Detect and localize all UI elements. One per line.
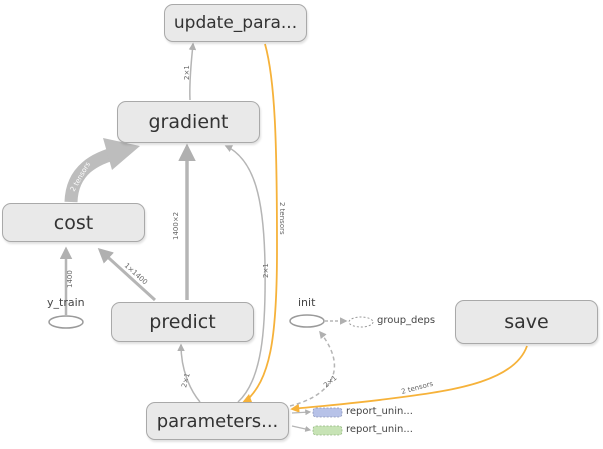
edge-gradient-to-update	[188, 42, 197, 101]
report-uninit-2-label: report_unin...	[346, 424, 413, 435]
edge-params-to-report-2	[291, 425, 312, 432]
edge-label-ytrain-to-cost: 1400	[66, 270, 74, 288]
predict-node[interactable]: predict	[111, 302, 254, 342]
gradient-node[interactable]: gradient	[117, 101, 260, 143]
update-params-node[interactable]: update_para...	[164, 4, 307, 42]
edge-params-to-report-1	[291, 409, 312, 416]
save-label: save	[504, 311, 549, 333]
ytrain-node-shape[interactable]	[48, 315, 84, 329]
update-params-label: update_para...	[173, 13, 298, 33]
parameters-label: parameters...	[156, 410, 279, 432]
edge-params-to-predict	[177, 343, 201, 403]
edge-label-params-to-init: 2×1	[322, 374, 338, 390]
parameters-node[interactable]: parameters...	[146, 402, 289, 440]
predict-label: predict	[149, 311, 216, 333]
edge-label-params-to-update: 2 tensors	[278, 202, 286, 235]
cost-node[interactable]: cost	[2, 203, 145, 242]
ytrain-label: y_train	[47, 296, 85, 309]
groupdeps-label: group_deps	[377, 315, 436, 326]
edge-save-to-params	[290, 345, 528, 413]
init-node-shape[interactable]	[289, 314, 325, 328]
edge-params-to-init	[289, 330, 336, 407]
edge-label-params-to-grad: 2×1	[262, 263, 270, 278]
edge-cost-to-gradient-arrowhead	[103, 138, 140, 170]
edge-params-to-update-arrowhead	[241, 394, 252, 404]
edge-predict-to-cost	[97, 247, 157, 302]
save-node[interactable]: save	[455, 300, 598, 344]
edge-label-predict-to-grad: 1400×2	[172, 212, 180, 240]
report-uninit-1-shape[interactable]	[312, 407, 343, 418]
report-uninit-1-label: report_unin...	[346, 406, 413, 417]
report-uninit-2-shape[interactable]	[312, 425, 343, 436]
edge-params-to-update	[244, 43, 278, 403]
groupdeps-node-shape[interactable]	[348, 316, 374, 328]
edge-label-params-to-predict: 2×1	[180, 372, 192, 388]
edge-params-to-gradient	[224, 145, 266, 403]
cost-label: cost	[53, 211, 94, 234]
init-label: init	[298, 296, 316, 309]
edge-label-grad-to-update: 2×1	[183, 65, 191, 80]
gradient-label: gradient	[148, 111, 229, 133]
